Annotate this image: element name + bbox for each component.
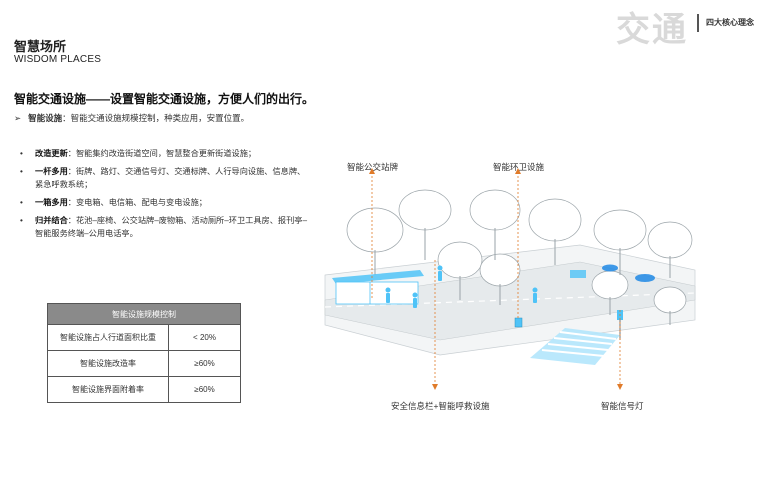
bullet-dot-icon: • xyxy=(20,167,23,176)
sub-heading-bold: 智能设施 xyxy=(28,113,63,123)
sub-heading-text: ：智能交通设施规模控制，种类应用，安置位置。 xyxy=(62,113,250,123)
list-item: • 一箱多用：变电箱、电信箱、配电与变电设施； xyxy=(20,196,310,209)
bullet-text: ：花池–座椅、公交站牌–废物箱、活动厕所–环卫工具房、报刊亭–智能服务终端–公用… xyxy=(35,216,308,238)
table-cell-label: 智能设施占人行道面积比重 xyxy=(47,324,169,351)
arrow-icon: ➢ xyxy=(14,113,22,123)
bullet-bold: 改造更新 xyxy=(35,149,68,158)
bullet-text: ：街牌、路灯、交通信号灯、交通标牌、人行导向设施、信息牌、紧急呼救系统； xyxy=(35,167,306,189)
bullet-dot-icon: • xyxy=(20,149,23,158)
crosswalk xyxy=(530,328,620,365)
bullet-dot-icon: • xyxy=(20,198,23,207)
bus-stop-shelter xyxy=(332,270,424,305)
control-table: 智能设施规模控制 智能设施占人行道面积比重< 20% 智能设施改造率≥60% 智… xyxy=(47,303,241,403)
bullet-bold: 归并结合 xyxy=(35,216,68,225)
street-illustration xyxy=(324,168,696,390)
trees xyxy=(346,189,693,314)
bullet-list: • 改造更新：智能集约改造街道空间，智慧整合更新街道设施； • 一杆多用：街牌、路灯… xyxy=(20,147,310,245)
tree-icon xyxy=(591,270,629,300)
umbrella-icon xyxy=(635,274,655,282)
tree-icon xyxy=(398,189,452,231)
tree-icon xyxy=(593,209,647,251)
tree-icon xyxy=(479,253,521,287)
list-item: • 改造更新：智能集约改造街道空间，智慧整合更新街道设施； xyxy=(20,147,310,160)
table-cell-value: ≥60% xyxy=(168,350,241,377)
header-divider xyxy=(697,14,699,32)
table-cell-value: ≥60% xyxy=(168,376,241,403)
list-item: • 一杆多用：街牌、路灯、交通信号灯、交通标牌、人行导向设施、信息牌、紧急呼救系统… xyxy=(20,165,310,191)
tree-icon xyxy=(346,207,404,253)
tree-icon xyxy=(647,221,693,259)
label-smart-signal: 智能信号灯 xyxy=(601,401,644,411)
tree-icon xyxy=(653,286,687,314)
label-smart-sanitation: 智能环卫设施 xyxy=(493,162,545,172)
main-heading: 智能交通设施——设置智能交通设施，方便人们的出行。 xyxy=(14,92,315,106)
label-smart-bus-stop: 智能公交站牌 xyxy=(347,162,399,172)
tree-icon xyxy=(528,198,582,242)
tree-trunks xyxy=(374,228,671,325)
table-cell-label: 智能设施改造率 xyxy=(47,350,169,377)
bullet-text: ：变电箱、电信箱、配电与变电设施； xyxy=(67,198,207,207)
bullet-dot-icon: • xyxy=(20,216,23,225)
section-title-en: WISDOM PLACES xyxy=(14,54,102,65)
callout-arrows xyxy=(369,168,623,390)
sanitation-bin-icon xyxy=(514,317,523,328)
kiosk-icon xyxy=(570,270,586,278)
road-marking xyxy=(324,292,696,308)
list-item: • 归并结合：花池–座椅、公交站牌–废物箱、活动厕所–环卫工具房、报刊亭–智能服务… xyxy=(20,214,310,240)
table-cell-label: 智能设施界面附着率 xyxy=(47,376,169,403)
section-title-cn: 智慧场所 xyxy=(14,40,67,55)
header-subtitle: 四大核心理念 xyxy=(706,18,754,27)
bullet-bold: 一杆多用 xyxy=(35,167,68,176)
table-row: 智能设施界面附着率≥60% xyxy=(47,376,241,403)
table-row: 智能设施改造率≥60% xyxy=(47,350,241,377)
umbrella-icon xyxy=(602,264,618,272)
callout-lines xyxy=(371,172,621,388)
table-row: 智能设施占人行道面积比重< 20% xyxy=(47,324,241,351)
page-big-title: 交通 xyxy=(616,10,688,50)
label-safety-info: 安全信息栏+智能呼救设施 xyxy=(391,401,490,411)
tree-icon xyxy=(469,189,521,231)
table-cell-value: < 20% xyxy=(168,324,241,351)
bullet-bold: 一箱多用 xyxy=(35,198,68,207)
bullet-text: ：智能集约改造街道空间，智慧整合更新街道设施； xyxy=(67,149,257,158)
tree-icon xyxy=(437,241,483,279)
sub-heading: ➢ 智能设施：智能交通设施规模控制，种类应用，安置位置。 xyxy=(14,112,249,124)
pedestrians xyxy=(385,265,538,308)
table-title: 智能设施规模控制 xyxy=(47,303,241,325)
